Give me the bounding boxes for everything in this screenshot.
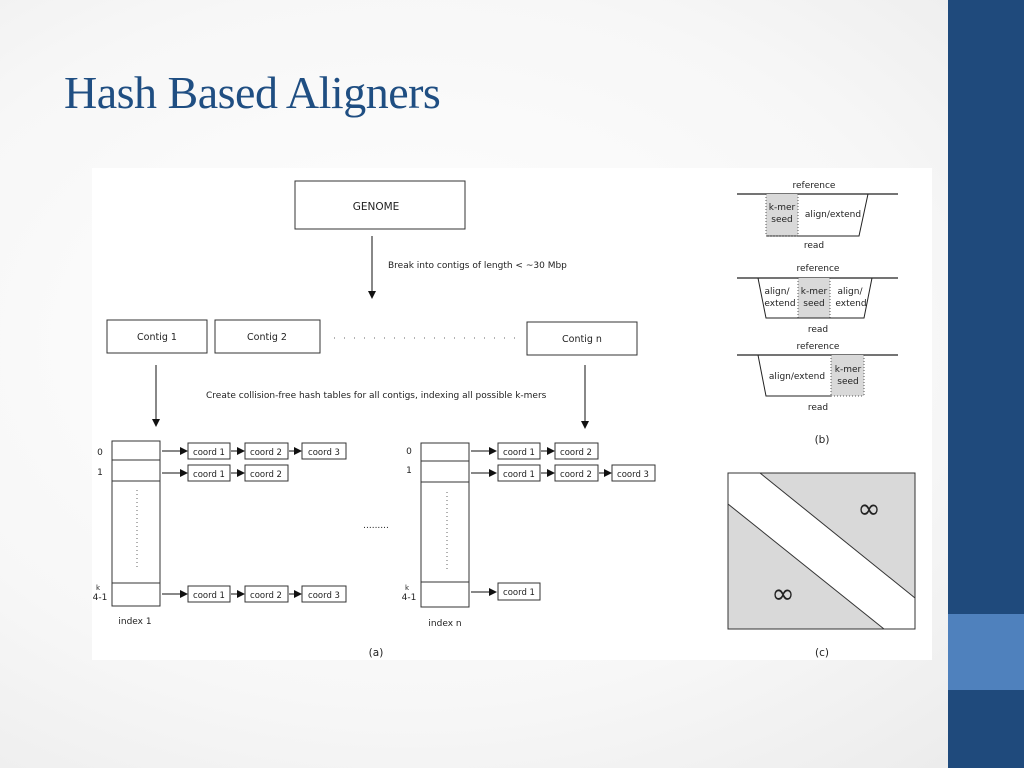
index-1-chain-row-1: coord 1 coord 2 xyxy=(162,464,289,482)
kmer-label: k-mer xyxy=(801,287,828,297)
coord-box xyxy=(244,464,289,482)
panel-c: ∞ ∞ (c) xyxy=(727,472,916,659)
coord-box xyxy=(611,464,656,482)
index-n-row-last: 4-1 xyxy=(402,593,417,603)
kmer-seed-block xyxy=(831,355,864,396)
coord-box xyxy=(554,464,599,482)
seed-diagram-3: reference align/extend k-mer seed read xyxy=(737,342,898,413)
kmer-label: k-mer xyxy=(835,365,862,375)
align-label: align/ xyxy=(838,287,864,297)
infinity-upper: ∞ xyxy=(857,492,880,525)
genome-box xyxy=(294,180,466,230)
coord-box xyxy=(187,585,231,603)
index-1-chain-row-0: coord 1 coord 2 coord 3 xyxy=(162,442,347,460)
contig-2-label: Contig 2 xyxy=(247,332,287,343)
extend-label: extend xyxy=(835,299,866,309)
band-edge xyxy=(759,472,916,599)
index-n-chain-row-1: coord 1 coord 2 coord 3 xyxy=(471,464,656,482)
read-label: read xyxy=(804,241,824,251)
contig-n-label: Contig n xyxy=(562,334,602,345)
coord-label: coord 2 xyxy=(560,470,592,480)
index-n-label: index n xyxy=(428,619,461,629)
coord-label: coord 3 xyxy=(308,448,340,458)
caption-b: (b) xyxy=(815,434,830,446)
kmer-label: k-mer xyxy=(769,203,796,213)
genome-label: GENOME xyxy=(353,201,400,213)
coord-label: coord 2 xyxy=(560,448,592,458)
index-1-chain-row-last: coord 1 coord 2 coord 3 xyxy=(162,585,347,603)
index-n-row-0: 0 xyxy=(406,447,412,457)
coord-box xyxy=(301,585,347,603)
index-n-chain-row-last: coord 1 xyxy=(471,582,541,601)
coord-label: coord 3 xyxy=(617,470,649,480)
seed-label: seed xyxy=(837,377,858,387)
coord-label: coord 1 xyxy=(503,448,535,458)
seed-diagram-2: reference align/ extend k-mer seed align… xyxy=(737,264,898,335)
kmer-seed-block xyxy=(766,194,798,236)
infinity-lower: ∞ xyxy=(771,577,794,610)
reference-label: reference xyxy=(797,342,840,352)
coord-box xyxy=(554,442,599,460)
index-1-label: index 1 xyxy=(118,617,151,627)
index-1-row-last-exp: k xyxy=(96,584,101,592)
coord-label: coord 1 xyxy=(193,591,225,601)
step2-label: Create collision-free hash tables for al… xyxy=(206,391,547,401)
coord-label: coord 1 xyxy=(503,470,535,480)
index-1-row-0: 0 xyxy=(97,448,103,458)
coord-label: coord 2 xyxy=(250,448,282,458)
read-label: read xyxy=(808,403,828,413)
index-1-table xyxy=(111,440,161,607)
coord-box xyxy=(187,464,231,482)
panel-a: GENOME Break into contigs of length < ~3… xyxy=(93,180,656,659)
seed-label: seed xyxy=(771,215,792,225)
index-1-row-1: 1 xyxy=(97,468,103,478)
contig-1-label: Contig 1 xyxy=(137,332,177,343)
contig-n-box xyxy=(526,321,638,356)
index-n-chain-row-0: coord 1 coord 2 xyxy=(471,442,599,460)
align-label: align/ xyxy=(765,287,791,297)
sidebar-accent-block xyxy=(948,614,1024,690)
extend-label: extend xyxy=(764,299,795,309)
band-edge xyxy=(727,503,885,630)
reference-label: reference xyxy=(793,181,836,191)
matrix-frame xyxy=(727,472,916,630)
contig-1-box xyxy=(106,319,208,354)
coord-label: coord 1 xyxy=(193,448,225,458)
step1-label: Break into contigs of length < ~30 Mbp xyxy=(388,261,567,271)
panel-b: reference k-mer seed align/extend read r… xyxy=(737,181,898,446)
index-n-row-1: 1 xyxy=(406,466,412,476)
read-outline xyxy=(757,354,831,397)
coord-label: coord 3 xyxy=(308,591,340,601)
coord-label: coord 2 xyxy=(250,591,282,601)
coord-box xyxy=(497,464,541,482)
coord-label: coord 1 xyxy=(193,470,225,480)
index-n-row-last-exp: k xyxy=(405,584,410,592)
align-extend-label: align/extend xyxy=(769,372,825,382)
caption-c: (c) xyxy=(815,647,829,659)
seed-diagram-1: reference k-mer seed align/extend read xyxy=(737,181,898,251)
kmer-seed-block xyxy=(798,278,830,318)
coord-label: coord 2 xyxy=(250,470,282,480)
coord-box xyxy=(187,442,231,460)
index-1-row-last: 4-1 xyxy=(93,593,108,603)
coord-box xyxy=(301,442,347,460)
index-n-table xyxy=(420,442,470,608)
reference-label: reference xyxy=(797,264,840,274)
coord-box xyxy=(244,585,289,603)
read-outline xyxy=(757,277,873,319)
read-label: read xyxy=(808,325,828,335)
contig-2-box xyxy=(214,319,321,354)
slide-title: Hash Based Aligners xyxy=(64,67,441,118)
align-extend-label: align/extend xyxy=(805,210,861,220)
coord-box xyxy=(497,442,541,460)
coord-box xyxy=(497,582,541,601)
coord-box xyxy=(244,442,289,460)
between-index-dots: ......... xyxy=(363,521,389,531)
coord-label: coord 1 xyxy=(503,588,535,598)
caption-a: (a) xyxy=(369,647,384,659)
seed-label: seed xyxy=(803,299,824,309)
